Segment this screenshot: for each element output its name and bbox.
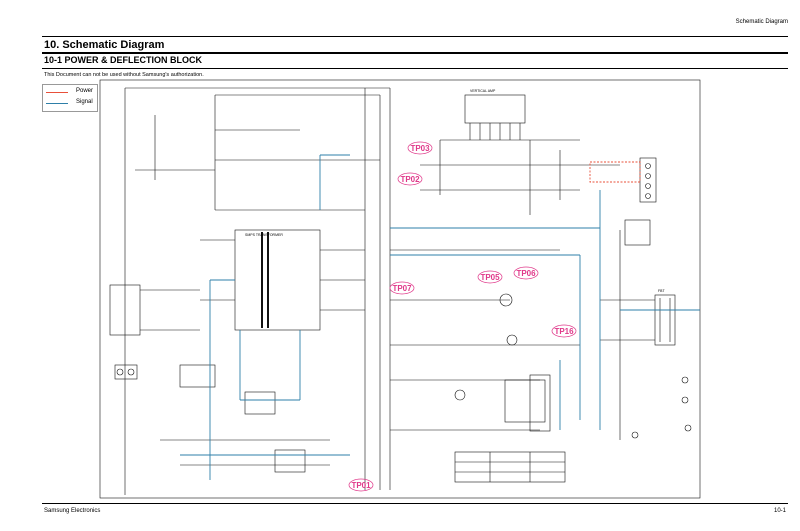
legend: Power Signal: [42, 84, 98, 112]
footer-page-number: 10-1: [773, 508, 786, 514]
test-point-marker-tp01: [348, 478, 374, 492]
fbt-label: FBT: [658, 289, 665, 293]
signal-line-swatch: [46, 103, 68, 104]
smps-transformer-label: SMPS TRANSFORMER: [245, 233, 283, 237]
test-point-marker-tp02: [397, 172, 423, 186]
footer-rule: [42, 503, 788, 504]
header-section-label: Schematic Diagram: [735, 19, 788, 25]
subtitle-rule: [42, 68, 788, 69]
test-point-label-tp16: TP16: [554, 327, 574, 336]
section-subtitle: 10-1 POWER & DEFLECTION BLOCK: [44, 55, 203, 65]
test-point-label-tp06: TP06: [516, 269, 536, 278]
test-point-marker-tp06: [513, 266, 539, 280]
test-point-marker-tp05: [477, 270, 503, 284]
test-point-label-tp01: TP01: [351, 481, 371, 490]
test-point-marker-tp07: [389, 281, 415, 295]
test-point-label-tp03: TP03: [410, 144, 430, 153]
test-point-label-tp07: TP07: [392, 284, 412, 293]
test-point-label-tp05: TP05: [480, 273, 500, 282]
page-title: 10. Schematic Diagram: [44, 39, 165, 51]
vertical-amp-label: VERTICAL AMP: [470, 89, 496, 93]
test-point-marker-tp16: [551, 324, 577, 338]
legend-signal: Signal: [46, 99, 94, 109]
power-line-swatch: [46, 92, 68, 93]
header-rule: [42, 36, 788, 37]
test-point-label-tp02: TP02: [400, 175, 420, 184]
footer-company: Samsung Electronics: [44, 508, 101, 514]
legend-power: Power: [46, 88, 94, 98]
title-rule: [42, 52, 788, 54]
schematic-frame: [99, 79, 701, 499]
authorization-notice: This Document can not be used without Sa…: [44, 72, 204, 78]
test-point-marker-tp03: [407, 141, 433, 155]
